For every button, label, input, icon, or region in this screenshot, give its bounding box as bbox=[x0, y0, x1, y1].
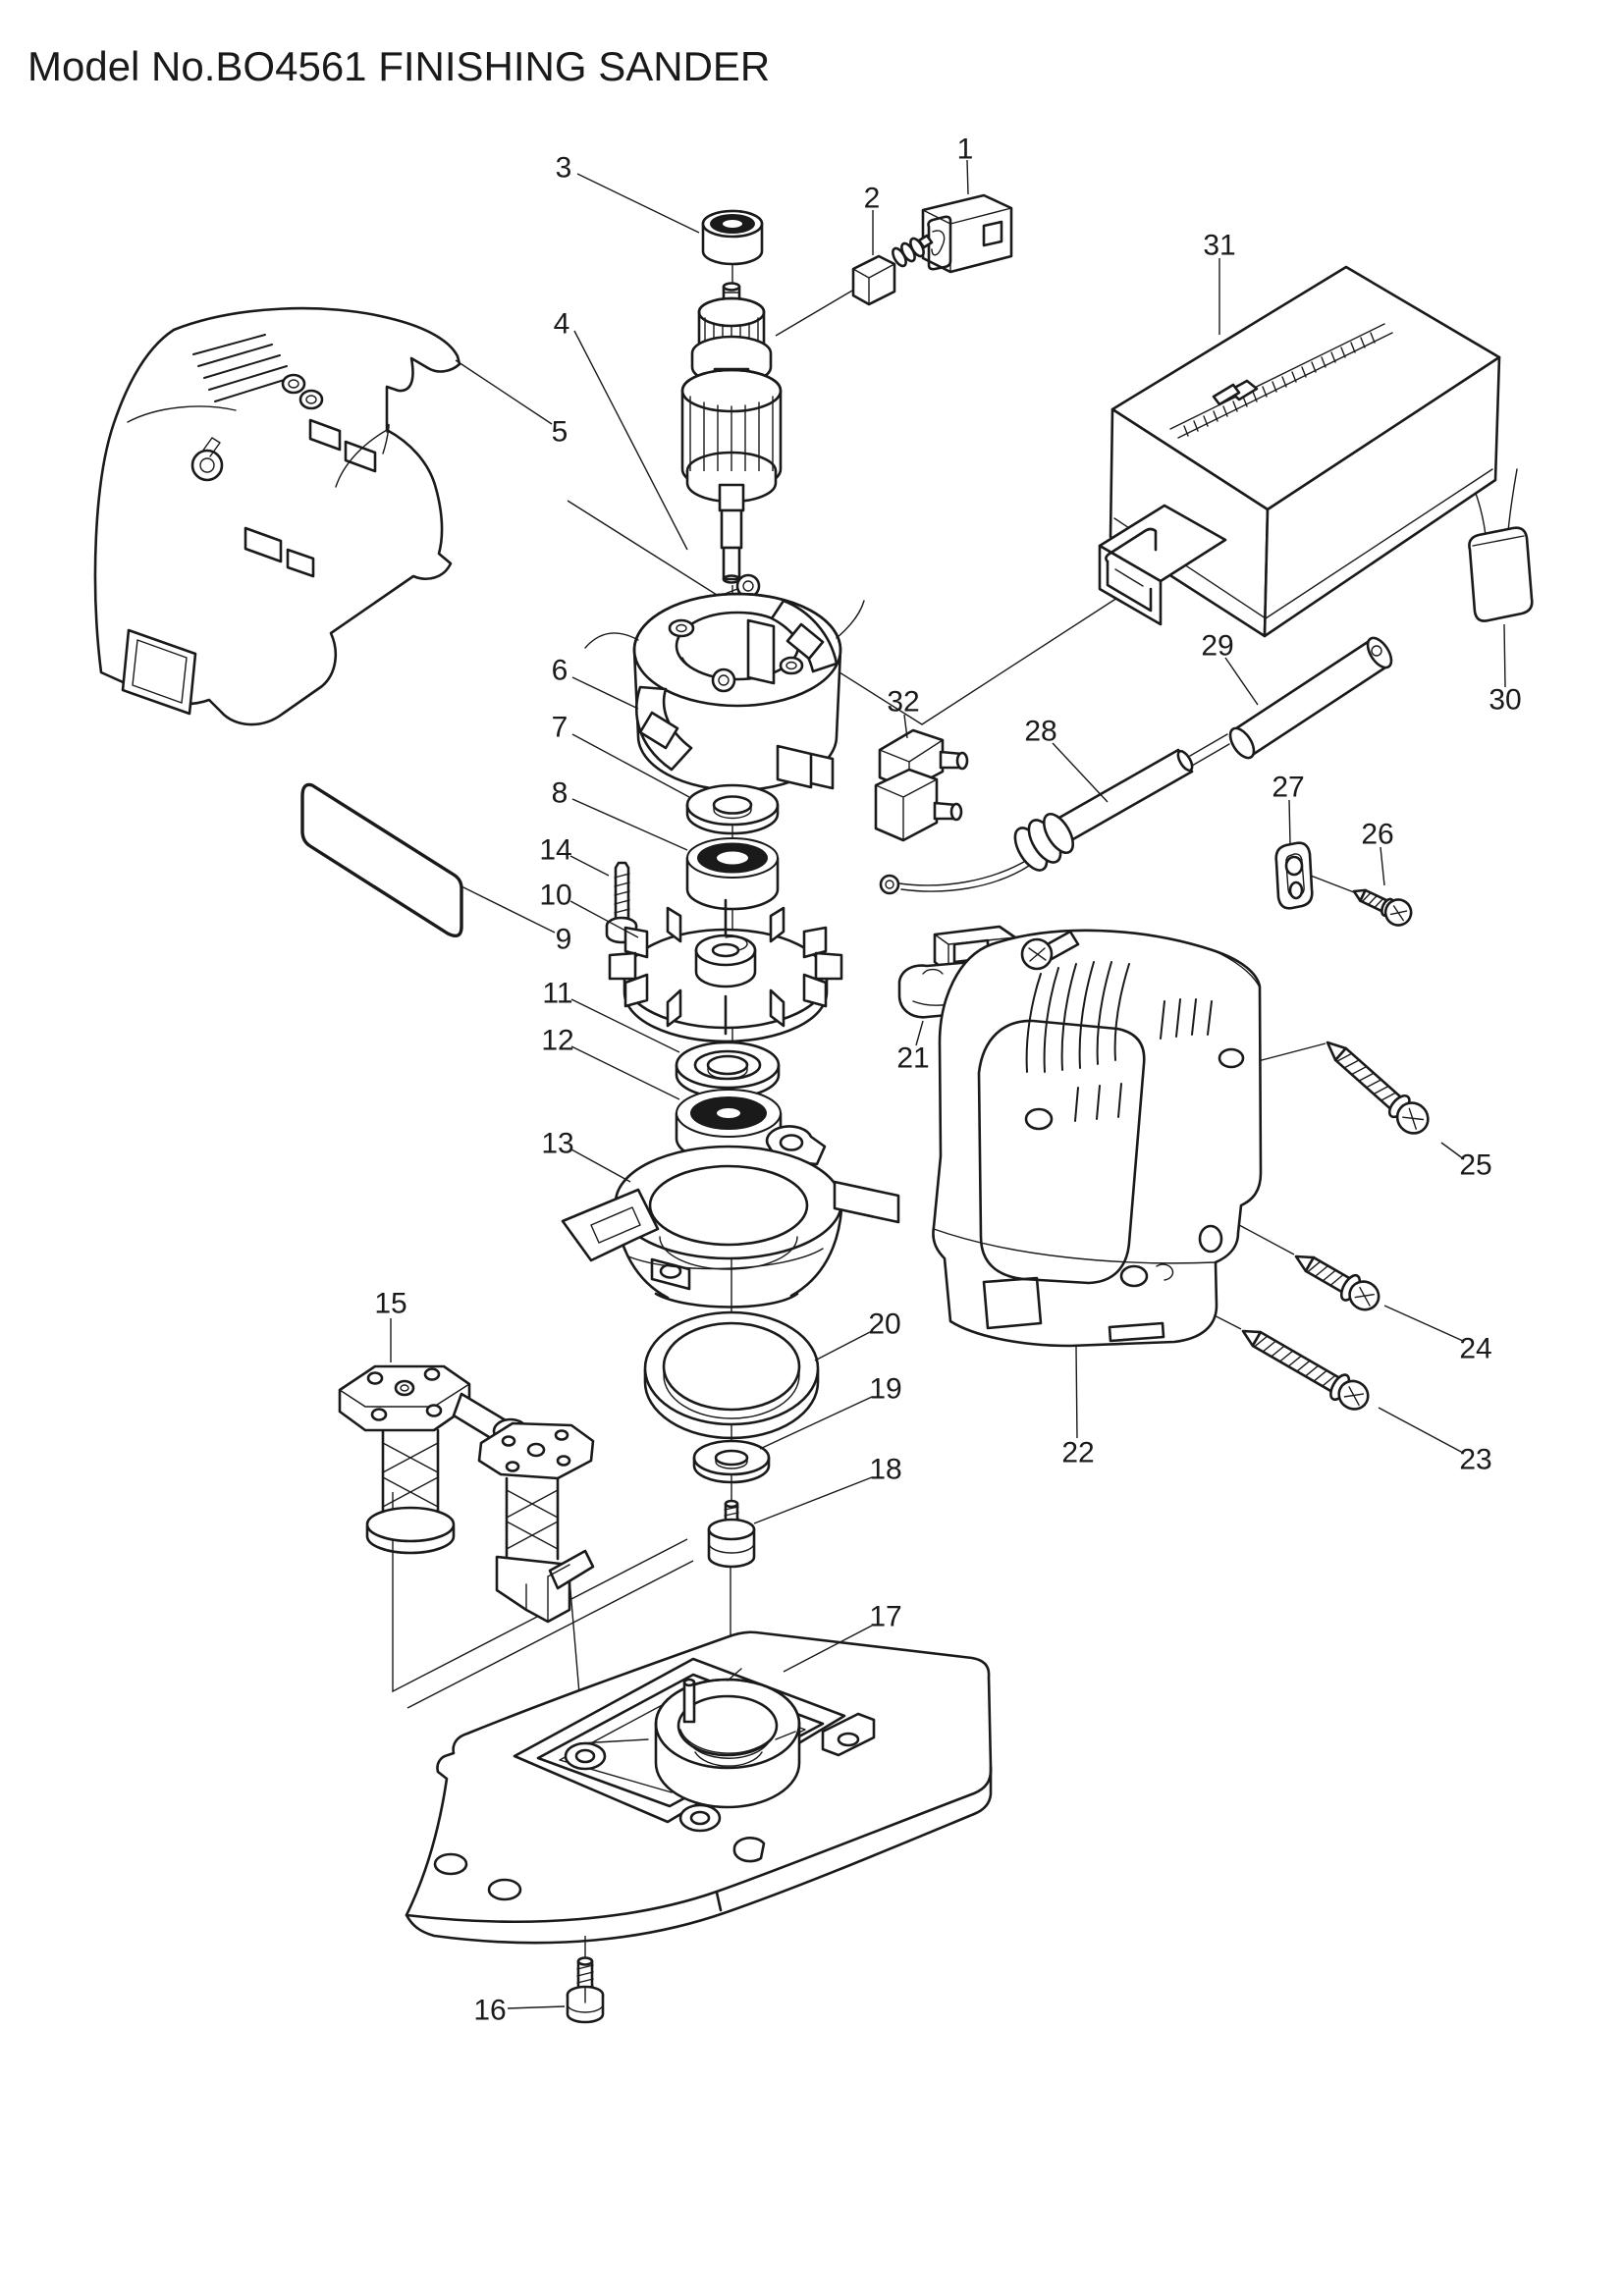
leader-line-23 bbox=[1378, 1407, 1464, 1454]
part-label-10: 10 bbox=[539, 880, 571, 912]
part-label-27: 27 bbox=[1272, 772, 1304, 804]
part-label-22: 22 bbox=[1061, 1437, 1094, 1469]
leader-line-4 bbox=[573, 330, 688, 551]
part-11-washer-drawing bbox=[675, 1041, 781, 1099]
part-6-field-drawing bbox=[584, 573, 865, 792]
part-label-5: 5 bbox=[552, 416, 568, 449]
part-10-fan-drawing bbox=[608, 898, 843, 1043]
leader-line-7 bbox=[571, 733, 690, 798]
part-label-30: 30 bbox=[1489, 684, 1521, 717]
part-32-switch-drawing bbox=[874, 728, 969, 842]
leader-line-19 bbox=[759, 1396, 873, 1450]
part-label-31: 31 bbox=[1203, 230, 1235, 262]
assembly-line-12 bbox=[392, 1492, 688, 1693]
leader-line-24 bbox=[1383, 1305, 1464, 1342]
part-28-cord-guard-drawing bbox=[879, 733, 1230, 971]
page-title: Model No.BO4561 FINISHING SANDER bbox=[27, 43, 771, 89]
leader-line-14 bbox=[569, 855, 610, 877]
part-26-screw-drawing bbox=[1352, 888, 1413, 927]
part-label-6: 6 bbox=[552, 655, 568, 687]
leader-line-25 bbox=[1440, 1142, 1465, 1160]
part-22-motor-housing-drawing bbox=[932, 929, 1263, 1348]
leader-line-28 bbox=[1052, 742, 1109, 803]
leader-line-27 bbox=[1288, 799, 1291, 845]
leader-line-16 bbox=[507, 2005, 566, 2009]
leader-line-3 bbox=[576, 173, 700, 234]
part-20-ring-drawing bbox=[643, 1310, 820, 1440]
part-label-25: 25 bbox=[1459, 1149, 1491, 1182]
leader-line-8 bbox=[571, 798, 688, 851]
part-24-screw-drawing bbox=[1294, 1255, 1380, 1311]
leader-line-12 bbox=[570, 1045, 680, 1100]
part-label-21: 21 bbox=[896, 1042, 929, 1075]
part-8-ball-bearing-drawing bbox=[685, 837, 780, 911]
part-label-17: 17 bbox=[869, 1601, 901, 1633]
part-19-washer-drawing bbox=[692, 1439, 771, 1484]
leader-line-13 bbox=[570, 1148, 631, 1183]
part-label-15: 15 bbox=[374, 1288, 406, 1320]
part-label-16: 16 bbox=[473, 1995, 506, 2027]
part-label-26: 26 bbox=[1361, 819, 1393, 851]
leader-line-6 bbox=[571, 676, 639, 710]
assembly-line-6 bbox=[775, 290, 853, 337]
part-label-32: 32 bbox=[887, 686, 919, 719]
part-label-1: 1 bbox=[957, 133, 974, 166]
part-label-28: 28 bbox=[1024, 716, 1056, 748]
part-label-24: 24 bbox=[1459, 1333, 1491, 1365]
leader-line-26 bbox=[1380, 846, 1385, 886]
part-label-19: 19 bbox=[869, 1373, 901, 1406]
leader-line-20 bbox=[814, 1331, 871, 1362]
part-label-9: 9 bbox=[556, 924, 572, 956]
assembly-line-13 bbox=[406, 1560, 694, 1709]
part-15-pad-support-drawing bbox=[338, 1364, 595, 1624]
part-7-washer-drawing bbox=[685, 783, 780, 835]
leader-line-9 bbox=[460, 885, 556, 934]
leader-line-5 bbox=[455, 359, 553, 425]
part-label-8: 8 bbox=[552, 777, 568, 810]
assembly-line-5 bbox=[567, 500, 1135, 725]
part-label-12: 12 bbox=[541, 1025, 573, 1057]
leader-line-1 bbox=[966, 159, 969, 195]
part-3-bearing-drawing bbox=[701, 209, 764, 266]
part-29-sleeve-drawing bbox=[1228, 636, 1393, 760]
leader-line-10 bbox=[569, 900, 639, 938]
leader-line-11 bbox=[570, 998, 680, 1053]
part-label-23: 23 bbox=[1459, 1444, 1491, 1476]
part-label-18: 18 bbox=[869, 1454, 901, 1486]
part-label-14: 14 bbox=[539, 834, 571, 867]
part-label-11: 11 bbox=[542, 978, 572, 1010]
leader-line-22 bbox=[1075, 1346, 1078, 1439]
leader-line-29 bbox=[1224, 657, 1259, 706]
part-9-plate-drawing bbox=[300, 782, 463, 937]
part-5-housing-drawing bbox=[93, 306, 461, 726]
part-label-7: 7 bbox=[552, 712, 568, 744]
leader-line-30 bbox=[1503, 623, 1506, 688]
part-label-4: 4 bbox=[554, 308, 570, 341]
leader-line-32 bbox=[903, 714, 908, 739]
part-17-base-plate-drawing bbox=[405, 1630, 993, 1945]
part-23-screw-drawing bbox=[1241, 1329, 1370, 1411]
part-31-tool-bag-drawing bbox=[1098, 265, 1501, 638]
part-27-clip-drawing bbox=[1274, 841, 1314, 910]
part-2-terminal-drawing bbox=[851, 234, 934, 306]
part-18-nut-drawing bbox=[707, 1499, 756, 1569]
part-label-20: 20 bbox=[868, 1308, 900, 1341]
part-label-2: 2 bbox=[864, 183, 881, 215]
part-label-29: 29 bbox=[1201, 630, 1233, 663]
leader-line-18 bbox=[753, 1476, 873, 1524]
part-13-bearing-box-drawing bbox=[561, 1125, 900, 1308]
part-label-3: 3 bbox=[556, 152, 572, 185]
leader-line-21 bbox=[915, 1020, 924, 1046]
leader-line-17 bbox=[783, 1625, 873, 1673]
part-1-connector-drawing bbox=[921, 193, 1013, 274]
part-label-13: 13 bbox=[541, 1128, 573, 1160]
part-4-armature-drawing bbox=[680, 282, 783, 584]
part-16-screw-drawing bbox=[566, 1956, 605, 2024]
part-30-capacitor-drawing bbox=[1464, 468, 1534, 622]
part-25-screw-drawing bbox=[1326, 1041, 1430, 1135]
